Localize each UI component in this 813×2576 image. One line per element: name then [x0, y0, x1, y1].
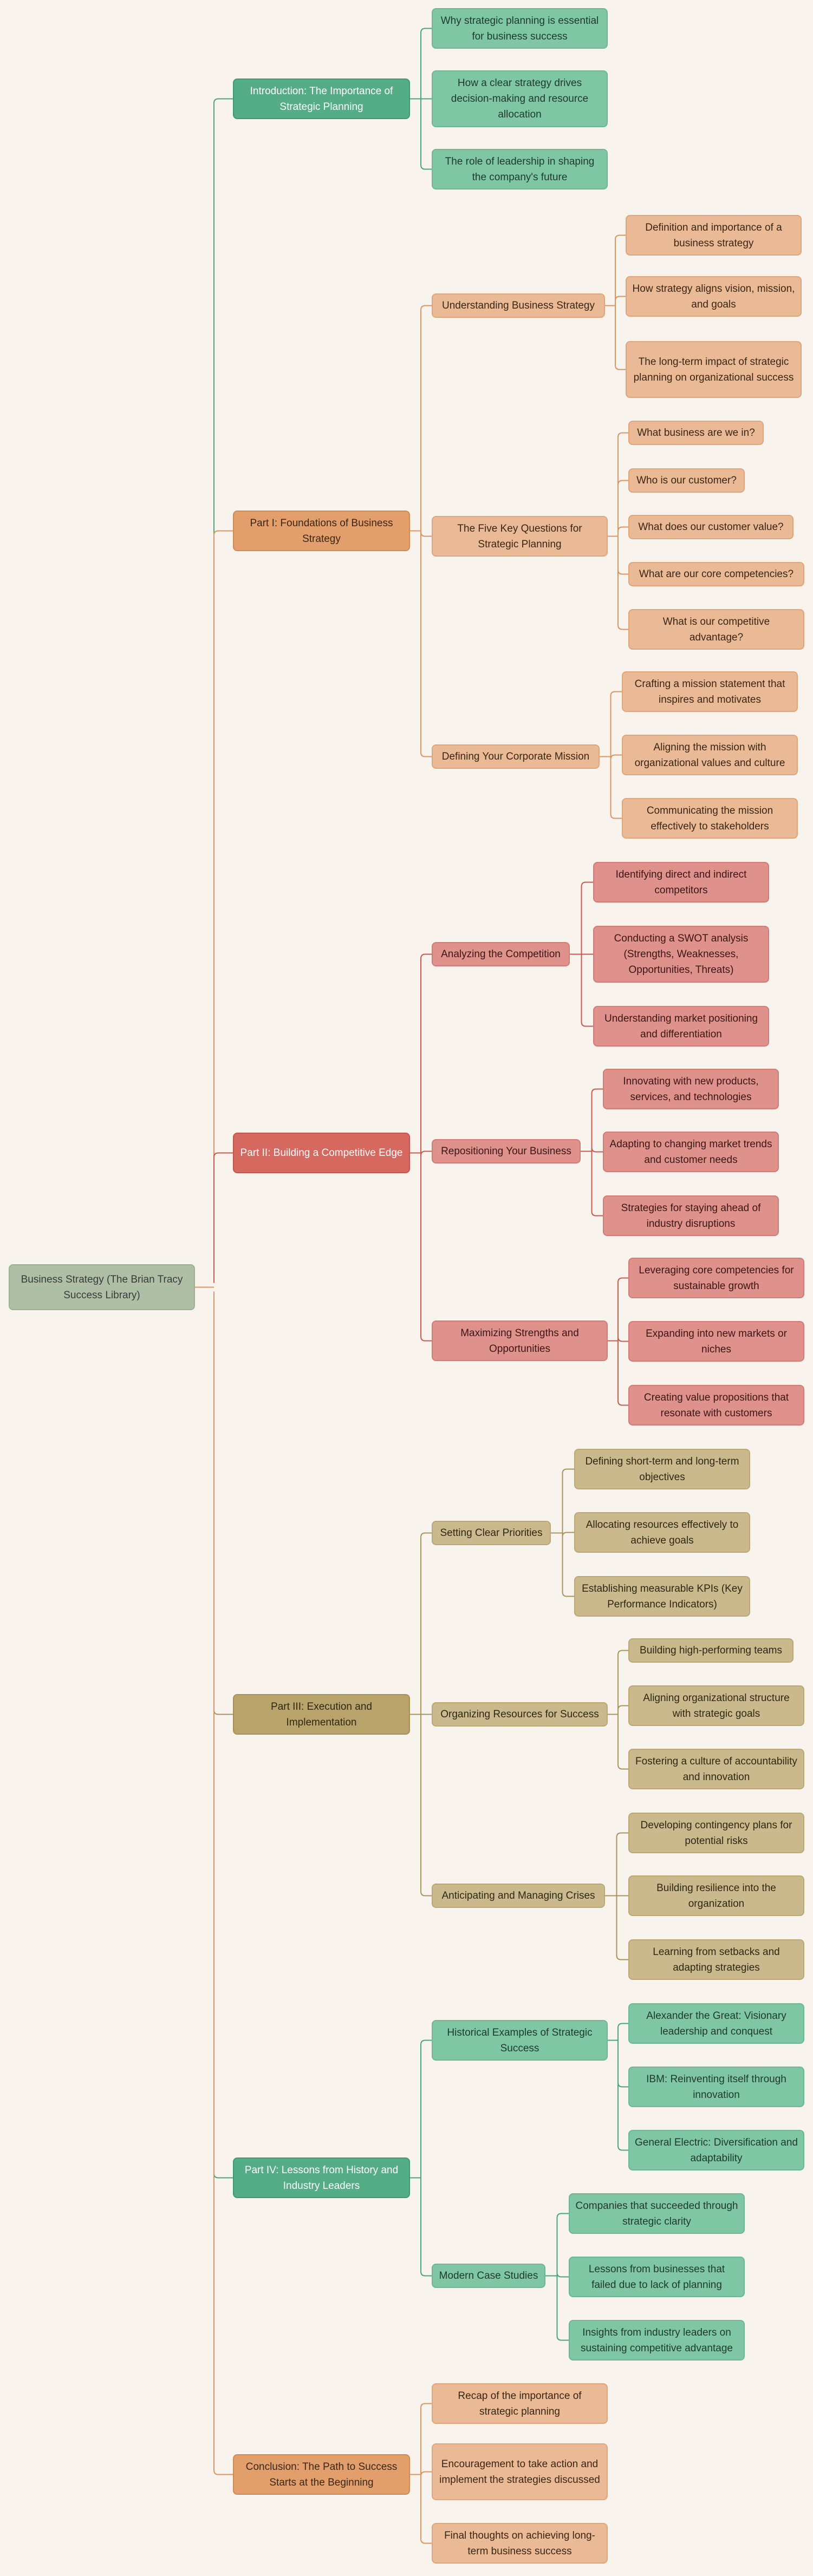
subtopic-node: Maximizing Strengths and Opportunities: [432, 1320, 608, 1361]
connector-subtopic-3-0: [551, 1468, 574, 1597]
subtopic-node: Anticipating and Managing Crises: [432, 1884, 605, 1908]
connector-subtopic-4-1: [545, 2213, 569, 2341]
connector-subtopic-1-1: [608, 432, 628, 630]
leaf-node: Why strategic planning is essential for …: [432, 8, 608, 49]
leaf-node: Leveraging core competencies for sustain…: [628, 1258, 804, 1298]
leaf-node: What business are we in?: [628, 421, 764, 445]
leaf-node: Establishing measurable KPIs (Key Perfor…: [574, 1576, 750, 1617]
connector-section-3: [410, 1532, 432, 1897]
connector-section-5: [410, 2403, 432, 2544]
leaf-node: Insights from industry leaders on sustai…: [569, 2320, 745, 2361]
subtopic-node: Analyzing the Competition: [432, 942, 570, 966]
connector-subtopic-3-1: [608, 1650, 628, 1770]
connector-section-0: [410, 28, 432, 170]
subtopic-node: Defining Your Corporate Mission: [432, 744, 600, 769]
section-node: Conclusion: The Path to Success Starts a…: [233, 2454, 410, 2495]
connector-section-2: [410, 953, 432, 1342]
leaf-node: Fostering a culture of accountability an…: [628, 1749, 804, 1789]
leaf-node: How a clear strategy drives decision-mak…: [432, 70, 608, 127]
subtopic-node: Repositioning Your Business: [432, 1139, 581, 1163]
leaf-node: What are our core competencies?: [628, 562, 804, 586]
leaf-node: Recap of the importance of strategic pla…: [432, 2383, 608, 2424]
leaf-node: Who is our customer?: [628, 468, 745, 493]
subtopic-node: Understanding Business Strategy: [432, 293, 605, 318]
leaf-node: How strategy aligns vision, mission, and…: [626, 276, 802, 317]
leaf-node: Definition and importance of a business …: [626, 215, 802, 256]
connector-subtopic-2-0: [570, 881, 593, 1027]
leaf-node: Expanding into new markets or niches: [628, 1321, 804, 1362]
subtopic-node: Setting Clear Priorities: [432, 1521, 551, 1545]
connector-subtopic-3-2: [605, 1832, 628, 1960]
subtopic-node: Modern Case Studies: [432, 2264, 545, 2288]
subtopic-node: The Five Key Questions for Strategic Pla…: [432, 516, 608, 557]
connector-root-section-5: [195, 1286, 233, 2475]
leaf-node: Final thoughts on achieving long-term bu…: [432, 2523, 608, 2564]
leaf-node: Lessons from businesses that failed due …: [569, 2257, 745, 2297]
leaf-node: Communicating the mission effectively to…: [622, 798, 798, 839]
leaf-node: Companies that succeeded through strateg…: [569, 2193, 745, 2234]
leaf-node: The long-term impact of strategic planni…: [626, 341, 802, 398]
subtopic-node: Historical Examples of Strategic Success: [432, 2020, 608, 2061]
leaf-node: Building resilience into the organizatio…: [628, 1875, 804, 1916]
leaf-node: Defining short-term and long-term object…: [574, 1449, 750, 1489]
leaf-node: Crafting a mission statement that inspir…: [622, 671, 798, 712]
leaf-node: Conducting a SWOT analysis (Strengths, W…: [593, 926, 769, 983]
root-topic: Business Strategy (The Brian Tracy Succe…: [9, 1264, 195, 1310]
connector-section-4: [410, 2039, 432, 2277]
leaf-node: What does our customer value?: [628, 515, 794, 539]
connector-root-section-2: [195, 1152, 233, 1288]
leaf-node: Developing contingency plans for potenti…: [628, 1813, 804, 1853]
leaf-node: Innovating with new products, services, …: [603, 1069, 779, 1109]
section-node: Part I: Foundations of Business Strategy: [233, 511, 410, 551]
leaf-node: The role of leadership in shaping the co…: [432, 149, 608, 189]
section-node: Part IV: Lessons from History and Indust…: [233, 2157, 410, 2198]
leaf-node: Aligning organizational structure with s…: [628, 1685, 804, 1726]
section-node: Introduction: The Importance of Strategi…: [233, 79, 410, 119]
connector-subtopic-1-0: [605, 234, 626, 370]
leaf-node: Allocating resources effectively to achi…: [574, 1512, 750, 1553]
leaf-node: What is our competitive advantage?: [628, 609, 804, 650]
connector-subtopic-2-2: [608, 1277, 628, 1406]
leaf-node: Encouragement to take action and impleme…: [432, 2443, 608, 2500]
leaf-node: Alexander the Great: Visionary leadershi…: [628, 2003, 804, 2044]
leaf-node: Understanding market positioning and dif…: [593, 1006, 769, 1047]
leaf-node: Building high-performing teams: [628, 1638, 794, 1663]
section-node: Part II: Building a Competitive Edge: [233, 1133, 410, 1173]
leaf-node: Learning from setbacks and adapting stra…: [628, 1939, 804, 1980]
connector-subtopic-4-0: [608, 2023, 628, 2151]
leaf-node: IBM: Reinventing itself through innovati…: [628, 2067, 804, 2107]
connector-subtopic-1-2: [600, 691, 622, 819]
leaf-node: Aligning the mission with organizational…: [622, 735, 798, 775]
connector-section-1: [410, 305, 432, 757]
leaf-node: General Electric: Diversification and ad…: [628, 2130, 804, 2170]
leaf-node: Identifying direct and indirect competit…: [593, 862, 769, 903]
leaf-node: Adapting to changing market trends and c…: [603, 1132, 779, 1172]
leaf-node: Strategies for staying ahead of industry…: [603, 1195, 779, 1236]
section-node: Part III: Execution and Implementation: [233, 1694, 410, 1735]
leaf-node: Creating value propositions that resonat…: [628, 1385, 804, 1426]
connector-subtopic-2-1: [581, 1088, 603, 1217]
subtopic-node: Organizing Resources for Success: [432, 1702, 608, 1727]
